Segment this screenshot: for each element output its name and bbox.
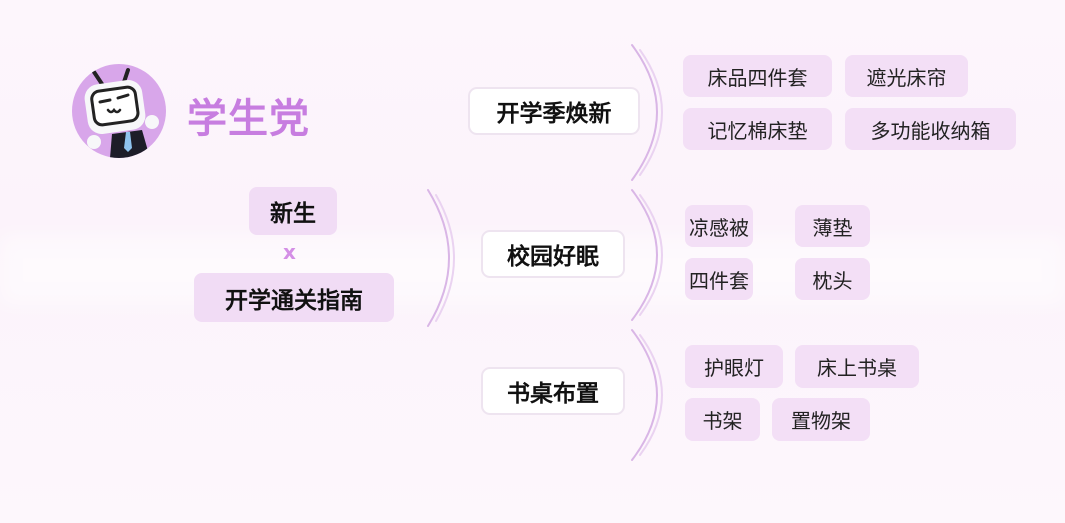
category-1: 开学季焕新 bbox=[468, 87, 640, 135]
topic-line2: 开学通关指南 bbox=[194, 273, 394, 322]
category-2-bracket-arc bbox=[631, 189, 658, 321]
category-1-bracket-arc bbox=[631, 44, 658, 181]
item-tag: 床上书桌 bbox=[795, 345, 919, 388]
item-tag: 置物架 bbox=[772, 398, 870, 441]
item-tag: 凉感被 bbox=[685, 205, 753, 247]
category-1-bracket-arc-inner bbox=[639, 49, 663, 176]
item-tag: 枕头 bbox=[795, 258, 870, 300]
item-tag: 薄垫 bbox=[795, 205, 870, 247]
category-3: 书桌布置 bbox=[481, 367, 625, 415]
category-2: 校园好眠 bbox=[481, 230, 625, 278]
item-tag: 书架 bbox=[685, 398, 760, 441]
tv-mascot-icon bbox=[84, 68, 159, 158]
item-tag: 四件套 bbox=[685, 258, 753, 300]
category-3-bracket-arc-inner bbox=[639, 334, 663, 456]
avatar bbox=[72, 64, 166, 158]
topic-line1: 新生 bbox=[249, 187, 337, 235]
item-tag: 记忆棉床垫 bbox=[683, 108, 832, 150]
category-2-bracket-arc-inner bbox=[639, 194, 663, 316]
item-tag: 床品四件套 bbox=[683, 55, 832, 97]
item-tag: 遮光床帘 bbox=[845, 55, 968, 97]
category-3-bracket-arc bbox=[631, 329, 658, 461]
item-tag: 护眼灯 bbox=[685, 345, 783, 388]
topic-bracket-arc-inner bbox=[435, 194, 455, 322]
topic-bracket-arc bbox=[427, 189, 450, 327]
brand-title: 学生党 bbox=[187, 96, 310, 142]
topic-connector: x bbox=[283, 240, 296, 264]
item-tag: 多功能收纳箱 bbox=[845, 108, 1016, 150]
